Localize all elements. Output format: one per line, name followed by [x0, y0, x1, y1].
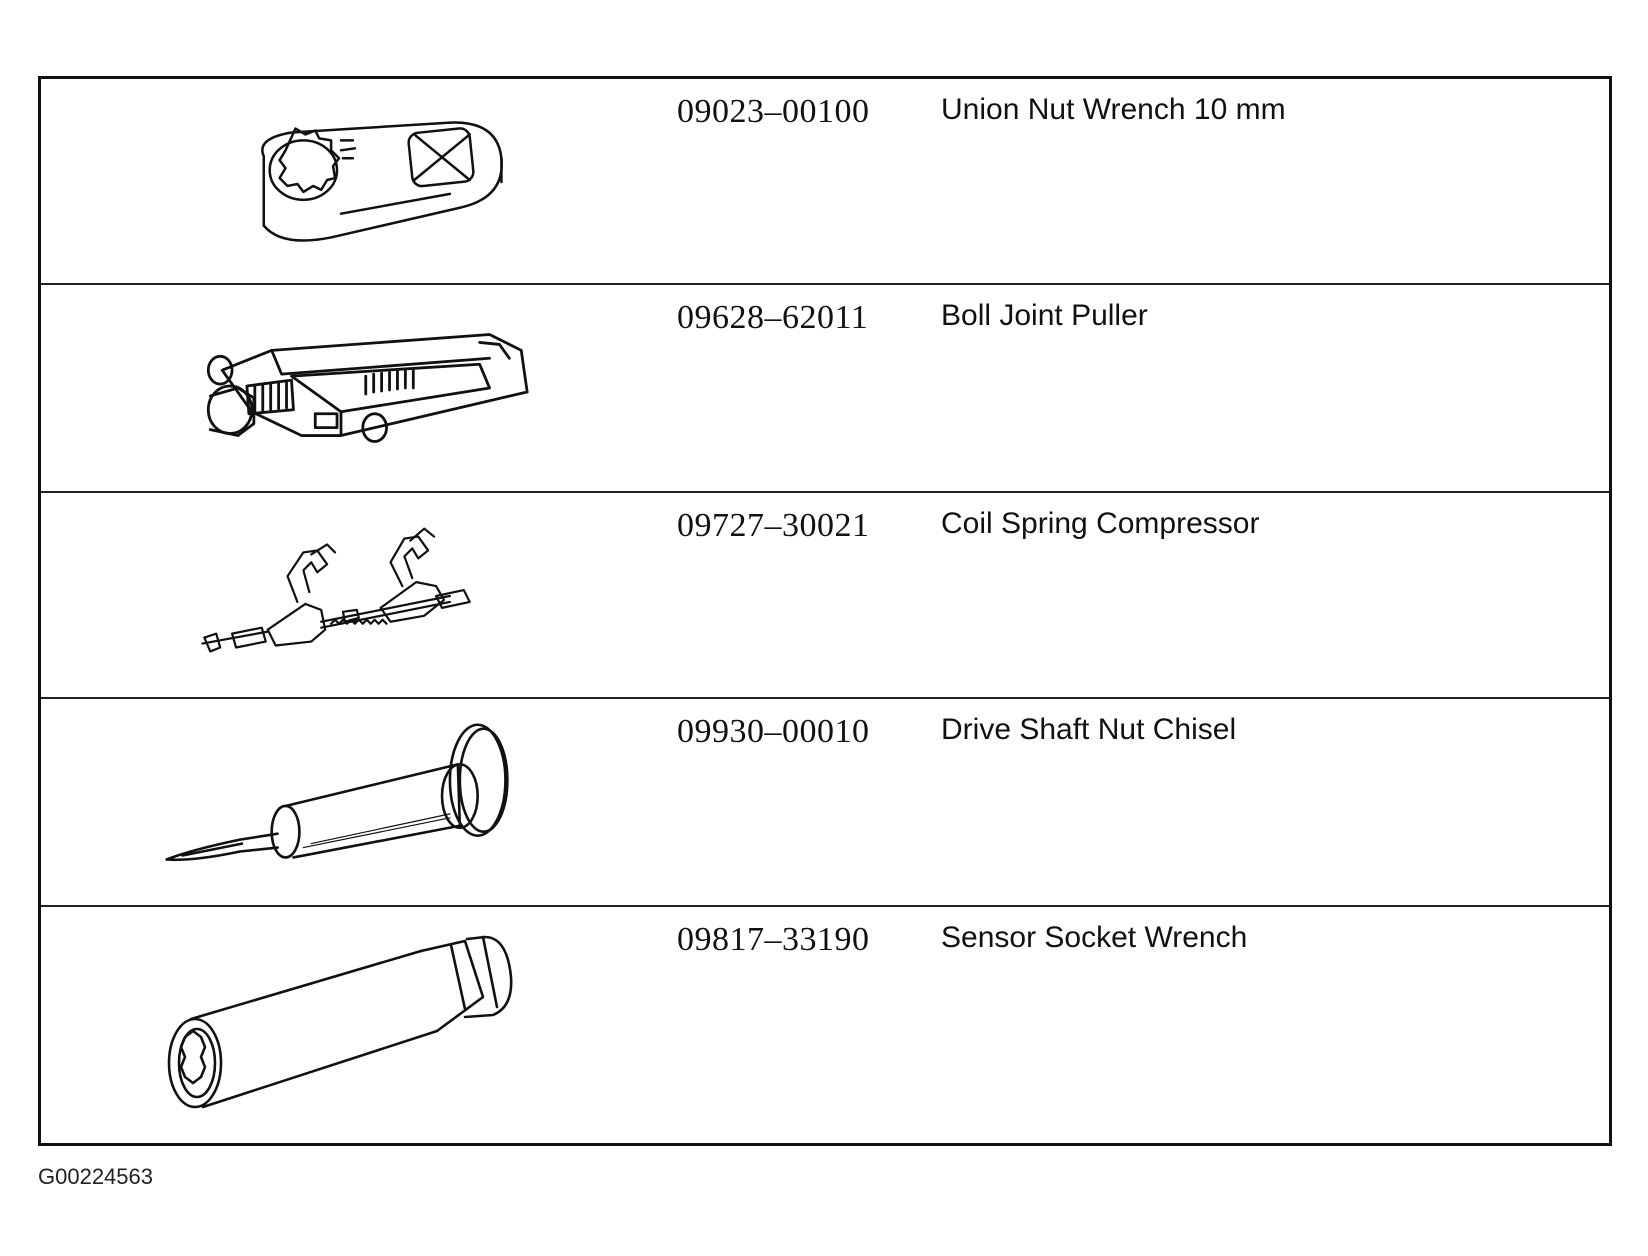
tool-row: 09817–33190 Sensor Socket Wrench [41, 907, 1609, 1143]
part-number: 09628–62011 [677, 299, 869, 336]
tool-row: 09628–62011 Boll Joint Puller [41, 285, 1609, 493]
tool-name: Sensor Socket Wrench [941, 921, 1248, 954]
tool-row: 09023–00100 Union Nut Wrench 10 mm [41, 79, 1609, 285]
part-number: 09817–33190 [677, 921, 870, 958]
special-tools-table: 09023–00100 Union Nut Wrench 10 mm 09628… [38, 76, 1612, 1146]
tool-name: Drive Shaft Nut Chisel [941, 713, 1237, 746]
coil-spring-compressor-icon [41, 493, 641, 697]
union-nut-wrench-icon [41, 79, 641, 283]
tool-row: 09930–00010 Drive Shaft Nut Chisel [41, 699, 1609, 907]
tool-name: Boll Joint Puller [941, 299, 1148, 332]
part-number: 09930–00010 [677, 713, 870, 750]
tool-row: 09727–30021 Coil Spring Compressor [41, 493, 1609, 699]
ball-joint-puller-icon [41, 285, 641, 491]
tool-name: Coil Spring Compressor [941, 507, 1260, 540]
part-number: 09727–30021 [677, 507, 870, 544]
chisel-icon [41, 699, 641, 905]
socket-wrench-icon [41, 907, 641, 1143]
figure-id: G00224563 [38, 1164, 153, 1189]
part-number: 09023–00100 [677, 93, 870, 130]
tool-name: Union Nut Wrench 10 mm [941, 93, 1286, 126]
